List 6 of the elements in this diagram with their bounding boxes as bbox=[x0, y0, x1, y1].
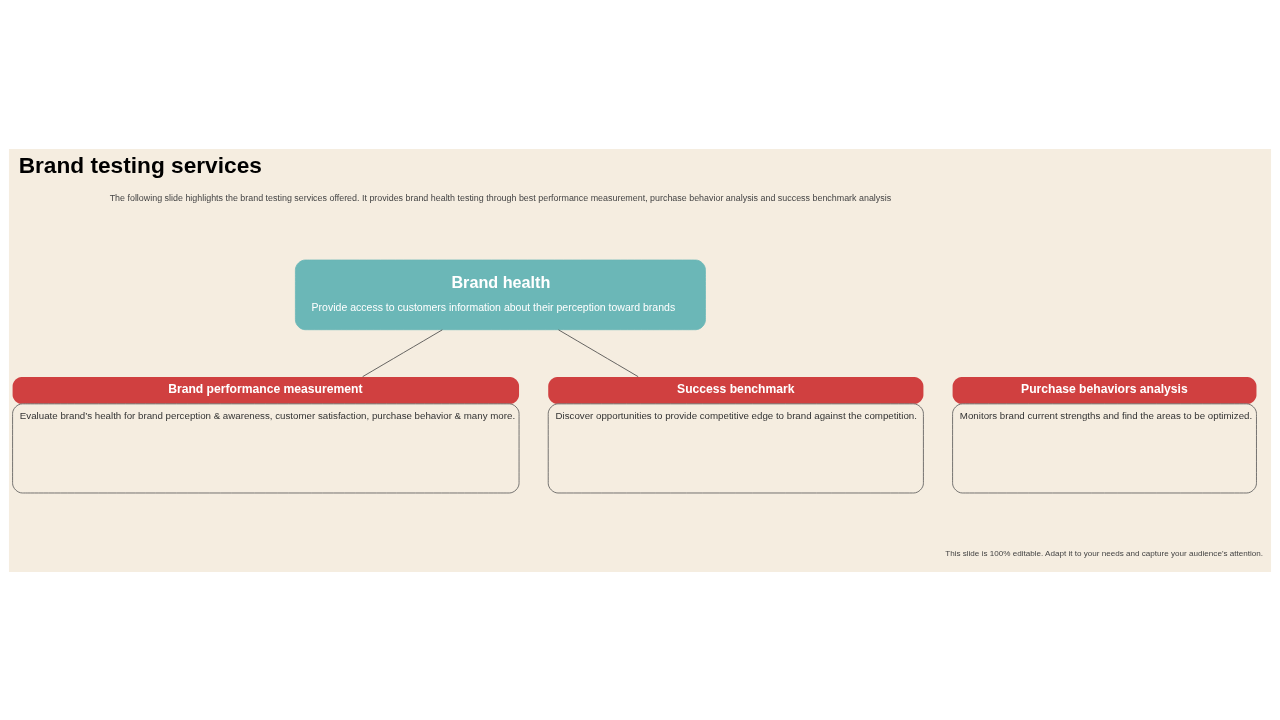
node-box: Brand health Provide access to customers information about their perception toward brands bbox=[295, 259, 706, 330]
connector bbox=[558, 328, 639, 377]
label: The following slide highlights the brand testing services offered. It provides brand health testing through best performance measurement, purchase behavior analysis and success benchmark analysis bbox=[109, 192, 892, 203]
connector bbox=[362, 328, 443, 377]
diagram-title: Brand testing services bbox=[18, 151, 262, 178]
label: This slide is 100% editable. Adapt it to your needs and capture your audience's attention. bbox=[945, 548, 1264, 558]
